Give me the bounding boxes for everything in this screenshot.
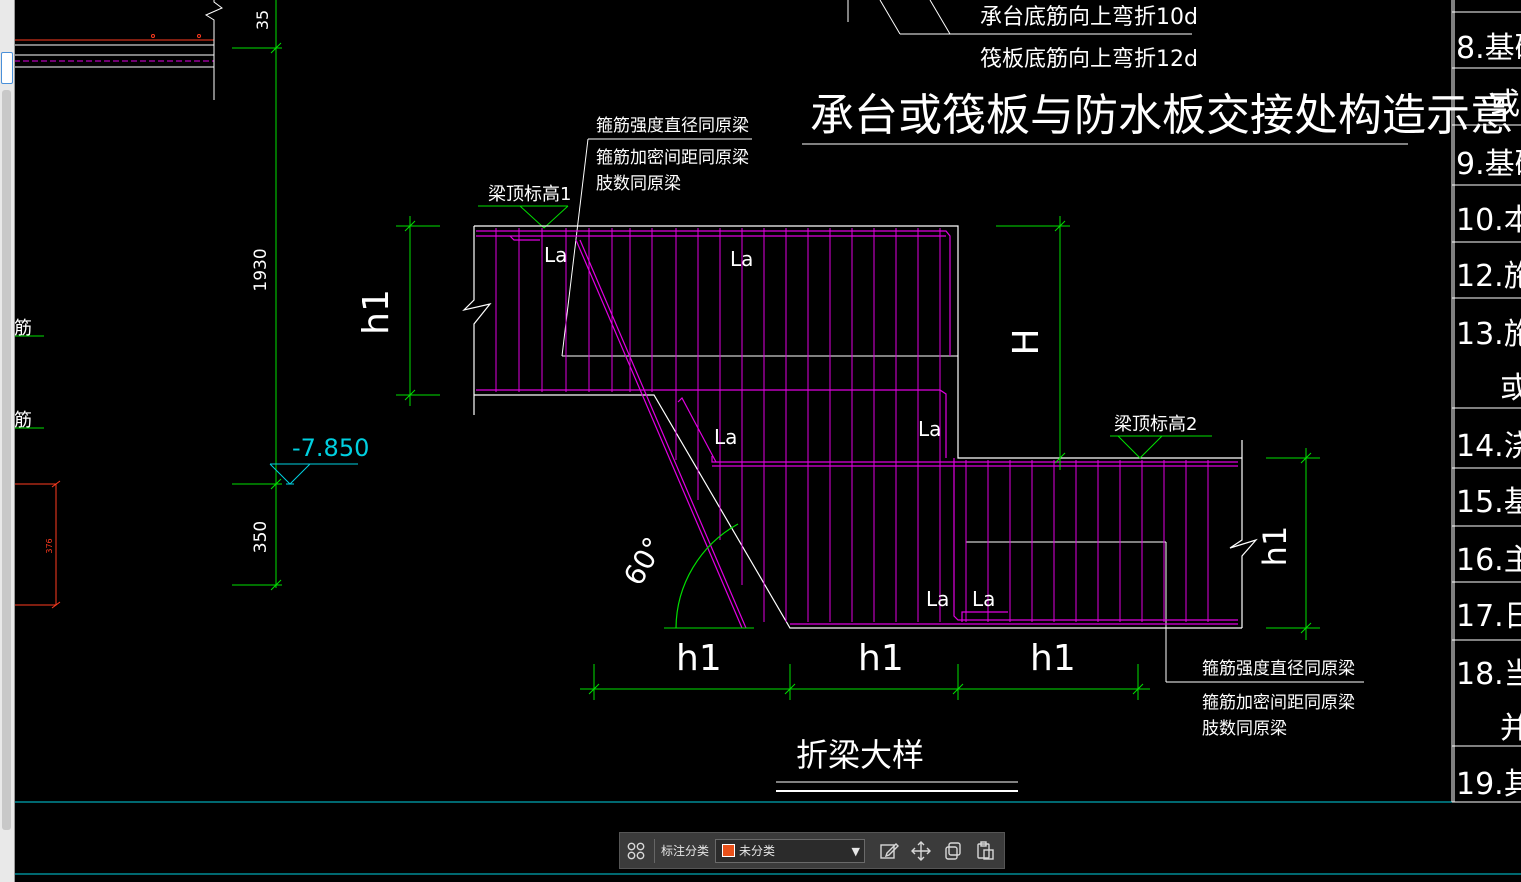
notes-table: 8.基础 或采 9.基础 10.本 12.施 13.施 或 14.浇 15.基 … xyxy=(1451,0,1521,803)
la-label-2: La xyxy=(730,247,753,271)
stirrup-note-bottom: 箍筋强度直径同原梁 箍筋加密间距同原梁 肢数同原梁 xyxy=(1202,659,1355,739)
left-panel-scrollbar[interactable] xyxy=(2,90,11,830)
raft-title: 承台或筏板与防水板交接处构造示意 xyxy=(810,90,1514,141)
dim-h1-a: h1 xyxy=(676,638,722,679)
left-jin-1: 筋 xyxy=(14,318,32,339)
left-red-fragment: 376 xyxy=(14,480,61,609)
toolbar-separator xyxy=(654,838,655,863)
la-label-6: La xyxy=(972,587,995,611)
paste-icon[interactable] xyxy=(973,839,997,863)
notes-row: 或 xyxy=(1500,371,1521,406)
dim-h1-c: h1 xyxy=(1030,638,1076,679)
elevation-text: -7.850 xyxy=(292,434,369,462)
detail-title-text: 折梁大样 xyxy=(796,736,924,774)
category-color-swatch xyxy=(722,844,736,857)
dim-35-text: 35 xyxy=(253,10,272,30)
top-left-fragment xyxy=(14,0,223,100)
la-labels: La La La La La La xyxy=(544,243,995,611)
beam-top-elev-1: 梁顶标高1 xyxy=(478,184,571,229)
stirrup-note-bot-1: 箍筋强度直径同原梁 xyxy=(1202,659,1355,679)
annotation-category-label: 标注分类 xyxy=(661,844,710,858)
notes-row: 8.基础 xyxy=(1456,31,1521,66)
h1-dimension-chain: h1 h1 h1 xyxy=(580,638,1150,700)
notes-row: 12.施 xyxy=(1456,259,1521,294)
rebar-magenta xyxy=(476,230,1238,629)
annotation-category-select[interactable]: 未分类 ▼ xyxy=(715,838,866,863)
dim-h1-b: h1 xyxy=(858,638,904,679)
dim-350-text: 350 xyxy=(251,521,271,553)
copy-icon[interactable] xyxy=(941,839,965,863)
la-label-4: La xyxy=(918,417,941,441)
notes-row: 并 xyxy=(1500,711,1521,746)
la-label-3: La xyxy=(714,425,737,449)
notes-row: 14.浇 xyxy=(1456,429,1521,464)
H-dimension: H xyxy=(996,216,1070,470)
stirrups xyxy=(495,228,1209,622)
notes-row: 或采 xyxy=(1490,87,1521,122)
label-h1-right: h1 xyxy=(1256,526,1294,567)
notes-row: 13.施 xyxy=(1456,317,1521,352)
stirrup-note-bot-3: 肢数同原梁 xyxy=(1202,719,1287,739)
left-jin-2: 筋 xyxy=(14,410,32,431)
h1-dimension-left: h1 xyxy=(356,216,440,406)
elevation-marker: -7.850 xyxy=(269,434,369,485)
label-H: H xyxy=(1006,328,1047,355)
notes-row: 10.本 xyxy=(1456,203,1521,238)
beam-top-elev-2-text: 梁顶标高2 xyxy=(1114,414,1197,435)
notes-row: 9.基础 xyxy=(1456,147,1521,182)
stirrup-note-top-3: 肢数同原梁 xyxy=(596,174,681,194)
category-selected-value: 未分类 xyxy=(739,844,776,858)
notes-row: 16.主 xyxy=(1456,543,1521,578)
dim-376-text: 376 xyxy=(45,538,54,553)
la-label-5: La xyxy=(926,587,949,611)
left-vertical-dimension: 35 1930 350 xyxy=(232,0,282,591)
left-panel-tab[interactable] xyxy=(1,52,13,84)
raft-notes: 承台底筋向上弯折10d 筏板底筋向上弯折12d 承台或筏板与防水板交接处构造示意 xyxy=(802,0,1514,145)
stirrup-note-top: 箍筋强度直径同原梁 箍筋加密间距同原梁 肢数同原梁 xyxy=(561,116,752,357)
notes-row: 19.其 xyxy=(1456,767,1521,802)
notes-row: 15.基 xyxy=(1456,485,1521,520)
edit-icon[interactable] xyxy=(877,839,901,863)
stirrup-note-bot-2: 箍筋加密间距同原梁 xyxy=(1202,693,1355,713)
notes-row: 18.当 xyxy=(1456,657,1521,692)
chevron-down-icon: ▼ xyxy=(851,844,861,858)
notes-row: 17.日 xyxy=(1456,599,1521,634)
grid-icon[interactable] xyxy=(624,839,648,863)
beam-top-elev-2: 梁顶标高2 xyxy=(1110,414,1212,459)
detail-title: 折梁大样 xyxy=(776,736,1018,792)
move-icon[interactable] xyxy=(909,839,933,863)
left-labels: 筋 筋 xyxy=(14,318,44,431)
annotation-toolbar: 标注分类 未分类 ▼ xyxy=(619,832,1005,869)
beam-top-elev-1-text: 梁顶标高1 xyxy=(488,184,571,205)
left-side-panel xyxy=(0,0,15,882)
beam-outline xyxy=(462,225,1364,683)
raft-note-2: 筏板底筋向上弯折12d xyxy=(980,47,1198,72)
stirrup-note-top-1: 箍筋强度直径同原梁 xyxy=(596,116,749,136)
raft-note-1: 承台底筋向上弯折10d xyxy=(980,5,1198,30)
dim-1930-text: 1930 xyxy=(251,248,271,291)
stirrup-note-top-2: 箍筋加密间距同原梁 xyxy=(596,148,749,168)
la-label-1: La xyxy=(544,243,567,267)
label-h1-left: h1 xyxy=(356,289,397,335)
h1-dimension-right: h1 xyxy=(1256,448,1320,640)
